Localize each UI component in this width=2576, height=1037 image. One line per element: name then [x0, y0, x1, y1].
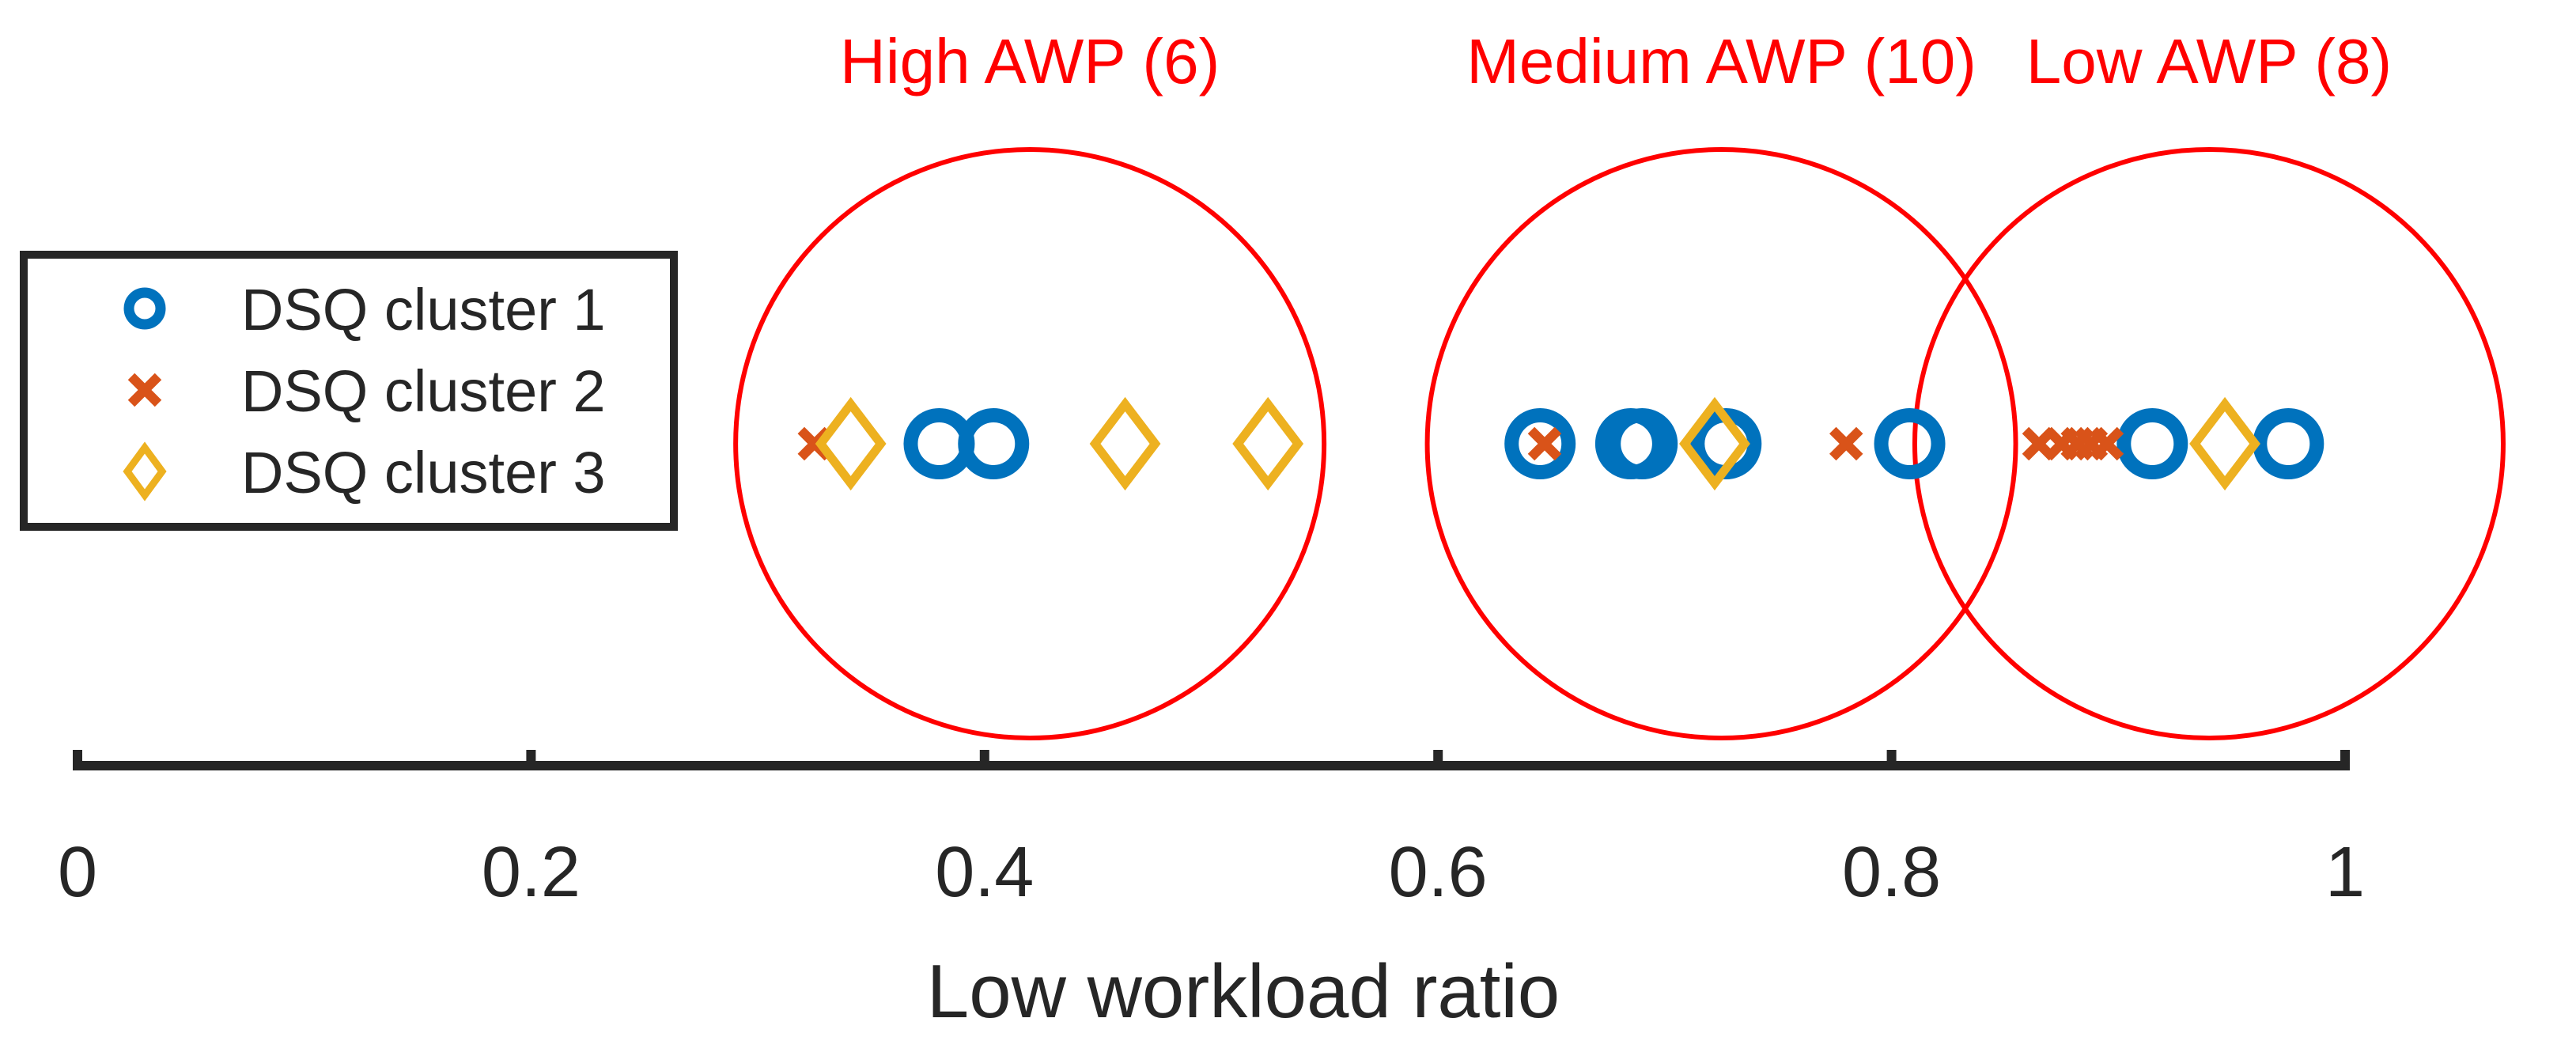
tick-label: 0.4	[935, 833, 1034, 912]
cluster-2-point	[1527, 426, 1562, 461]
cluster-2-point	[2090, 426, 2124, 461]
legend-label: DSQ cluster 3	[241, 440, 606, 505]
group-circle	[733, 147, 1327, 740]
legend-marker	[123, 287, 166, 330]
cluster-1-point	[2116, 408, 2188, 479]
cluster-1-point	[2253, 408, 2324, 479]
cluster-3-point	[1679, 396, 1750, 491]
tick-label: 0	[58, 833, 97, 912]
group-circle	[1424, 147, 2018, 740]
cluster-1-point	[958, 408, 1030, 479]
cluster-3-point	[815, 396, 887, 491]
legend-label: DSQ cluster 1	[241, 277, 606, 343]
group-label: High AWP (6)	[840, 26, 1220, 97]
cluster-2-point	[1829, 426, 1863, 461]
tick-label: 1	[2325, 833, 2365, 912]
cluster-1-point	[1504, 408, 1576, 479]
data-points	[797, 396, 2324, 491]
cluster-1-point	[1606, 408, 1678, 479]
legend: DSQ cluster 1 DSQ cluster 2 DSQ cluster 3	[20, 251, 678, 531]
cluster-3-point	[2189, 396, 2260, 491]
cluster-3-point	[1232, 396, 1304, 491]
tick-label: 0.2	[482, 833, 581, 912]
group-circle	[1912, 147, 2506, 740]
legend-label: DSQ cluster 2	[241, 358, 606, 424]
x-axis: 0 0.2 0.4 0.6 0.8 1	[58, 750, 2365, 912]
cluster-1-point	[1874, 408, 1946, 479]
group-label: Medium AWP (10)	[1466, 26, 1976, 97]
cluster-3-point	[1089, 396, 1161, 491]
awp-groups: High AWP (6) Medium AWP (10) Low AWP (8)	[733, 26, 2506, 740]
x-axis-title: Low workload ratio	[927, 949, 1560, 1034]
legend-marker	[123, 441, 167, 501]
group-label: Low AWP (8)	[2026, 26, 2392, 97]
legend-marker	[127, 373, 162, 407]
tick-label: 0.6	[1389, 833, 1488, 912]
tick-label: 0.8	[1842, 833, 1941, 912]
